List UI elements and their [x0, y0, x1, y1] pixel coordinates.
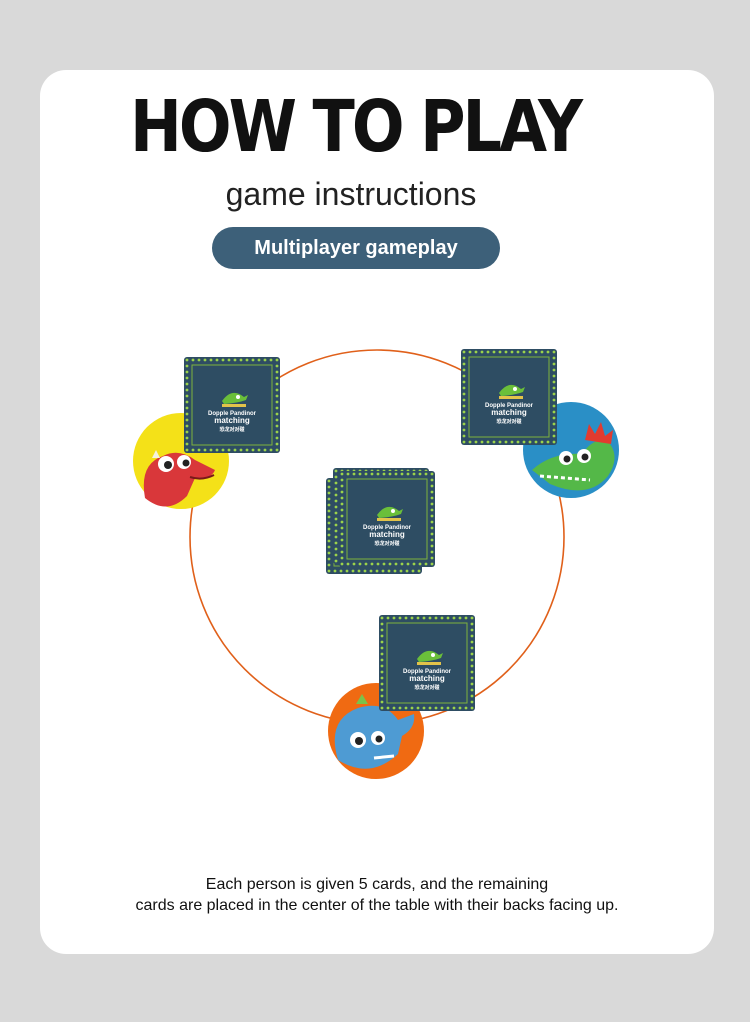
card-player2 — [461, 349, 557, 445]
blue-dinosaur-icon — [334, 694, 415, 769]
center-deck — [326, 468, 435, 574]
card-player3 — [379, 615, 475, 711]
page-subtitle: game instructions — [225, 176, 477, 212]
caption-line-2: cards are placed in the center of the ta… — [135, 897, 619, 914]
card-player1 — [184, 357, 280, 453]
caption-line-1: Each person is given 5 cards, and the re… — [205, 876, 549, 893]
page-title: HOW TO PLAY — [129, 84, 583, 169]
mode-badge: Multiplayer gameplay — [212, 227, 500, 269]
red-dinosaur-icon — [143, 445, 215, 507]
green-crocodile-icon — [532, 422, 615, 491]
instructions-caption: Each person is given 5 cards, and the re… — [40, 874, 714, 916]
